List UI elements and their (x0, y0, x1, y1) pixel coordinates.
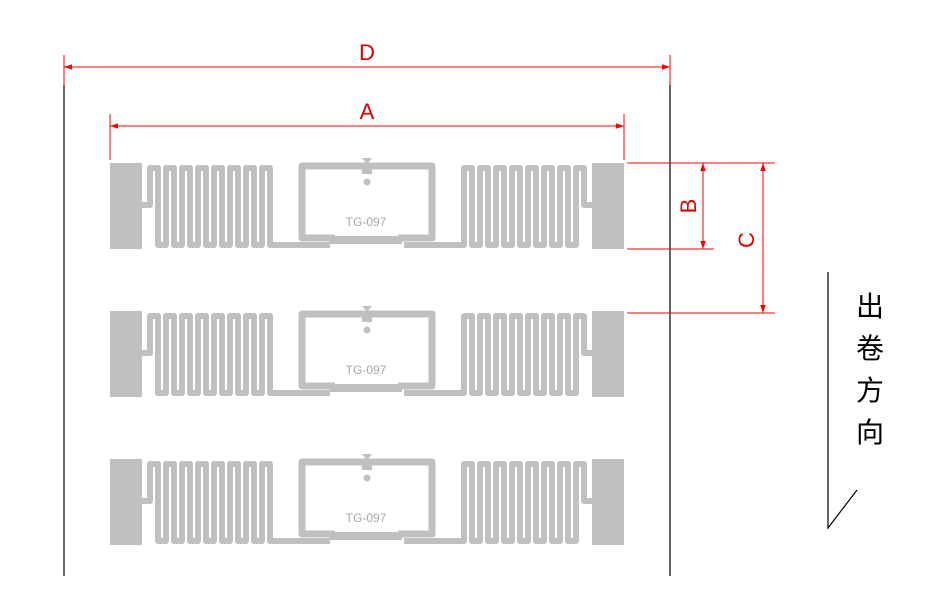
inlay-3: TG-097 (110, 454, 624, 545)
label-a: A (360, 99, 375, 124)
loop (298, 310, 436, 390)
loop-bridge (330, 384, 402, 392)
label-b: B (676, 199, 701, 214)
loop (298, 162, 436, 242)
label-d: D (359, 40, 375, 65)
dimension-b (627, 162, 714, 250)
chip (362, 464, 372, 470)
label-c: C (734, 232, 759, 248)
right-antenna (404, 311, 624, 397)
left-antenna (110, 459, 330, 545)
inlay-1: TG-097 (110, 158, 624, 249)
loop-bridge (330, 236, 402, 244)
loop (298, 458, 436, 538)
chip-marker-icon (362, 306, 372, 312)
inlay-model-label: TG-097 (346, 363, 387, 377)
inlay-model-label: TG-097 (346, 511, 387, 525)
direction-char-3: 方 (856, 374, 884, 407)
chip-marker-icon (362, 158, 372, 164)
inlay-model-label: TG-097 (346, 215, 387, 229)
direction-char-4: 向 (856, 416, 884, 449)
chip-marker-icon (362, 454, 372, 460)
loop-bridge (330, 532, 402, 540)
direction-char-1: 出 (856, 290, 884, 323)
chip (362, 168, 372, 174)
right-antenna (404, 459, 624, 545)
chip-dot (363, 178, 371, 186)
dimension-d (63, 55, 671, 85)
right-antenna (404, 163, 624, 249)
chip (362, 316, 372, 322)
inlay-2: TG-097 (110, 306, 624, 397)
chip-dot (363, 326, 371, 334)
direction-char-2: 卷 (856, 332, 884, 365)
dimension-c (627, 162, 775, 314)
dimension-a (109, 114, 625, 160)
left-antenna (110, 311, 330, 397)
chip-dot (363, 474, 371, 482)
unwind-direction-arrow (827, 272, 858, 530)
left-antenna (110, 163, 330, 249)
